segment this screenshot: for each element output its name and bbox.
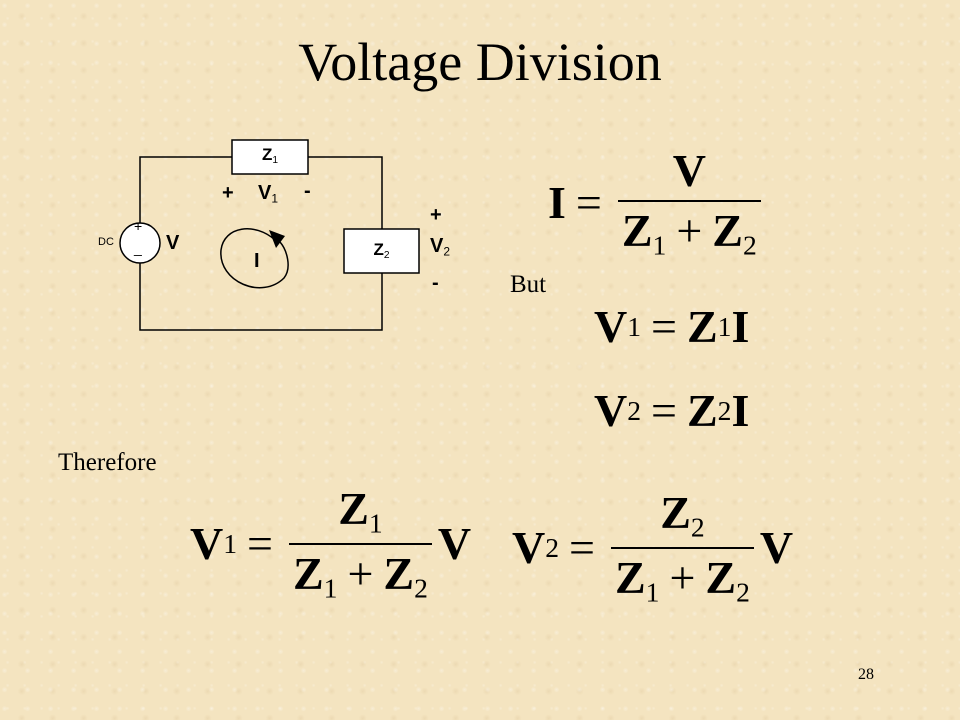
dc-source-type: DC [98, 236, 114, 248]
circuit-diagram: Z1 Z2 DC + _ V + V1 - + V2 - I [0, 0, 520, 360]
dc-source-circle [119, 222, 161, 264]
z1-label: Z1 [261, 145, 279, 167]
v2-division-fraction: Z2 Z1+Z2 [610, 490, 754, 606]
v2-plus-sign: + [430, 204, 442, 226]
z1-box [231, 139, 309, 175]
current-eq-denominator: Z1+Z2 [617, 200, 761, 259]
slide-title: Voltage Division [298, 32, 662, 92]
z2-box [343, 228, 420, 274]
but-label: But [510, 271, 547, 298]
v1-label: V1 [258, 182, 279, 206]
page-number: 28 [858, 666, 874, 683]
current-equation: I = V Z1+Z2 [548, 148, 767, 259]
current-label: I [254, 250, 260, 272]
v1-minus-sign: - [304, 180, 311, 202]
wire-loop [139, 156, 383, 331]
v1-plus-sign: + [222, 182, 234, 204]
current-arrowhead [269, 230, 285, 248]
current-eq-fraction: V Z1+Z2 [617, 145, 761, 259]
current-eq-lhs: I [548, 177, 566, 229]
current-eq-equals: = [575, 177, 602, 229]
source-minus: _ [134, 240, 142, 256]
current-loop-arrow [220, 228, 289, 289]
v1-division-fraction: Z1 Z1+Z2 [288, 486, 432, 602]
therefore-label: Therefore [58, 449, 157, 476]
v2-minus-sign: - [432, 272, 439, 294]
current-eq-numerator: V [672, 145, 706, 196]
source-voltage-label: V [166, 232, 180, 254]
z2-label: Z2 [373, 240, 390, 262]
v2-label: V2 [430, 235, 451, 259]
circuit-wires [119, 139, 420, 331]
source-plus: + [134, 218, 143, 234]
